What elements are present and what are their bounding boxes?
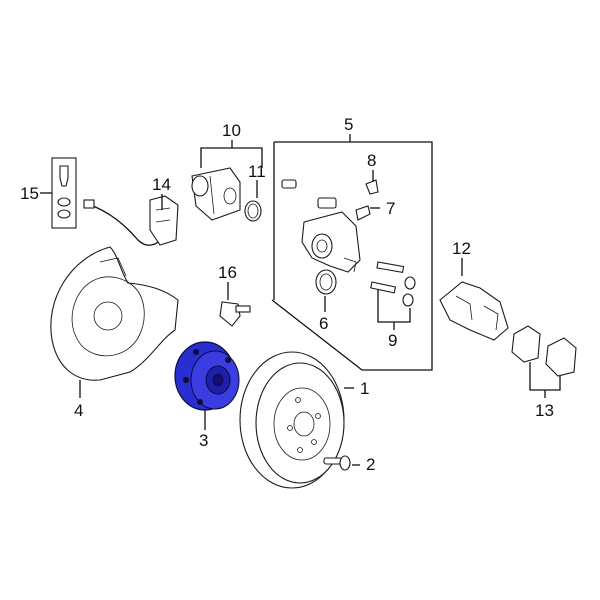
hub-bearing-highlighted: [174, 341, 240, 411]
bolt-kit: [51, 157, 77, 229]
callout-11: 11: [248, 162, 266, 181]
callout-14: 14: [152, 175, 171, 194]
rotor-screw: [323, 455, 351, 471]
piston-seal: [315, 269, 337, 295]
callout-12: 12: [452, 239, 471, 258]
callout-15: 15: [20, 184, 39, 203]
callout-8: 8: [367, 151, 376, 170]
brake-rotor: [239, 351, 345, 489]
o-ring-11: [244, 200, 262, 222]
callout-7: 7: [386, 199, 395, 218]
callout-16: 16: [218, 263, 237, 282]
abs-sensor-cable: [83, 195, 179, 246]
callout-1: 1: [360, 379, 369, 398]
splash-shield: [50, 246, 179, 381]
leader-lines: [40, 134, 561, 466]
o-ring-11-inner: [247, 203, 259, 219]
caliper-support: [439, 281, 509, 341]
caliper-assembly: [281, 179, 361, 273]
callout-2: 2: [366, 455, 375, 474]
bleeder-cap: [365, 179, 379, 195]
callout-3: 3: [199, 431, 208, 450]
callout-10: 10: [222, 121, 241, 140]
bleeder-screw: [355, 205, 371, 221]
guide-pins: [370, 261, 416, 307]
brake-pads: [511, 325, 577, 377]
callout-6: 6: [319, 314, 328, 333]
callout-13: 13: [535, 401, 554, 420]
callout-9: 9: [388, 331, 397, 350]
caliper-motor-actuator: [191, 167, 241, 221]
callout-5: 5: [344, 115, 353, 134]
piston-seal-inner: [319, 273, 333, 291]
caliper-group-bracket: [271, 141, 433, 371]
callout-4: 4: [74, 401, 83, 420]
abs-wheel-speed-sensor: [219, 301, 251, 327]
